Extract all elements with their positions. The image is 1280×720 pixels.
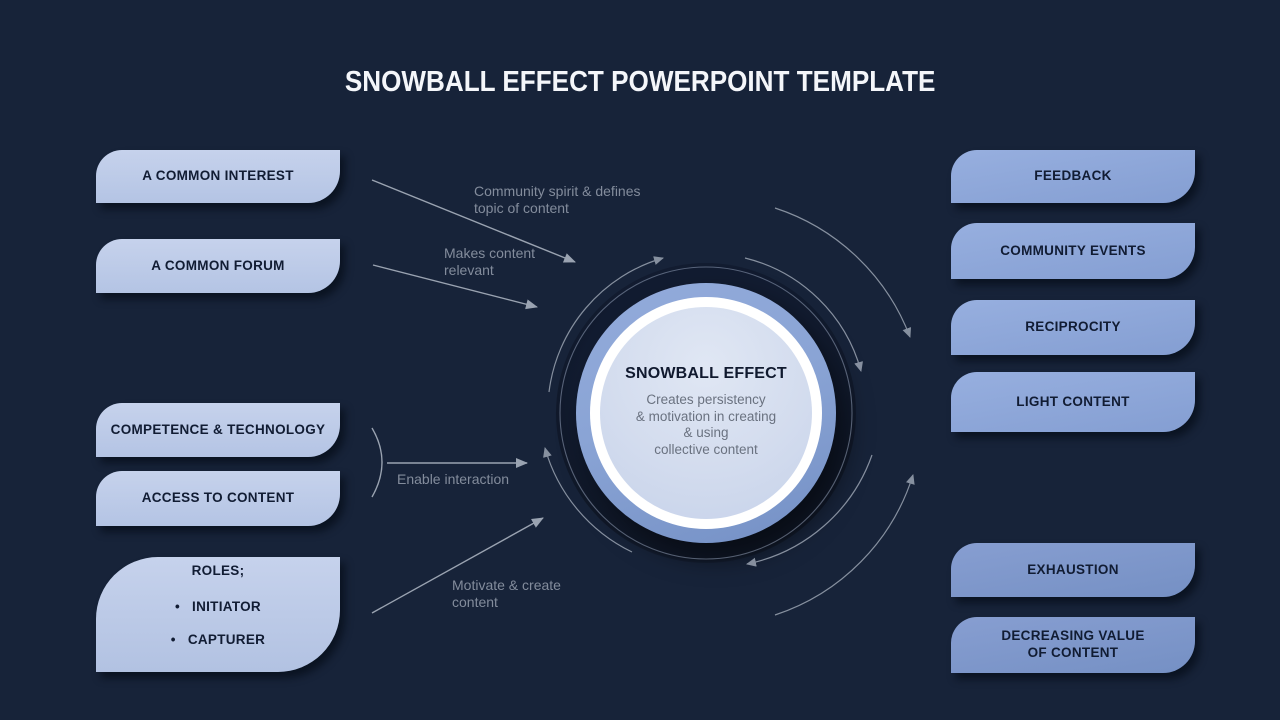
box-label: FEEDBACK [1034, 168, 1112, 184]
box-label: COMPETENCE & TECHNOLOGY [110, 421, 326, 437]
circle-title: SNOWBALL EFFECT [625, 365, 787, 382]
roles-item-initiator: • INITIATOR [171, 599, 265, 616]
bullet-icon: • [175, 598, 181, 614]
box-a-common-forum[interactable]: A COMMON FORUM [96, 239, 340, 293]
page-title: SNOWBALL EFFECT POWERPOINT TEMPLATE [0, 66, 1280, 99]
box-label: LIGHT CONTENT [1016, 393, 1130, 409]
box-decreasing-value[interactable]: DECREASING VALUE OF CONTENT [951, 617, 1195, 673]
box-label: RECIPROCITY [1025, 319, 1121, 335]
box-community-events[interactable]: COMMUNITY EVENTS [951, 223, 1195, 279]
box-label: A COMMON INTEREST [142, 168, 294, 184]
box-competence-technology[interactable]: COMPETENCE & TECHNOLOGY [96, 403, 340, 457]
roles-item-label: INITIATOR [192, 598, 261, 614]
box-exhaustion[interactable]: EXHAUSTION [951, 543, 1195, 597]
box-label: EXHAUSTION [1027, 561, 1119, 577]
page-title-text: SNOWBALL EFFECT POWERPOINT TEMPLATE [344, 66, 936, 98]
note-enable-interaction: Enable interaction [397, 471, 510, 487]
box-reciprocity[interactable]: RECIPROCITY [951, 300, 1195, 355]
box-access-to-content[interactable]: ACCESS TO CONTENT [96, 471, 340, 526]
roles-item-capturer: • CAPTURER [171, 632, 265, 649]
roles-item-label: CAPTURER [187, 632, 266, 648]
box-label: DECREASING VALUE OF CONTENT [1001, 628, 1145, 660]
bullet-icon: • [170, 632, 176, 648]
note-makes-content-relevant: Makes content relevant [444, 245, 536, 278]
circle-description: Creates persistency & motivation in crea… [635, 392, 777, 457]
note-community-spirit: Community spirit & defines topic of cont… [474, 183, 641, 216]
roles-list: • INITIATOR • CAPTURER [171, 582, 265, 666]
box-label: A COMMON FORUM [151, 257, 285, 273]
box-roles[interactable]: ROLES; • INITIATOR • CAPTURER [96, 557, 340, 672]
circle-inner: SNOWBALL EFFECT Creates persistency & mo… [600, 307, 812, 519]
box-feedback[interactable]: FEEDBACK [951, 150, 1195, 203]
box-label: COMMUNITY EVENTS [1000, 242, 1146, 258]
roles-title: ROLES; [191, 562, 245, 578]
note-motivate-create: Motivate & create content [452, 577, 561, 610]
box-light-content[interactable]: LIGHT CONTENT [951, 372, 1195, 432]
brace-connector [371, 427, 383, 498]
box-label: ACCESS TO CONTENT [141, 490, 295, 506]
box-a-common-interest[interactable]: A COMMON INTEREST [96, 150, 340, 203]
